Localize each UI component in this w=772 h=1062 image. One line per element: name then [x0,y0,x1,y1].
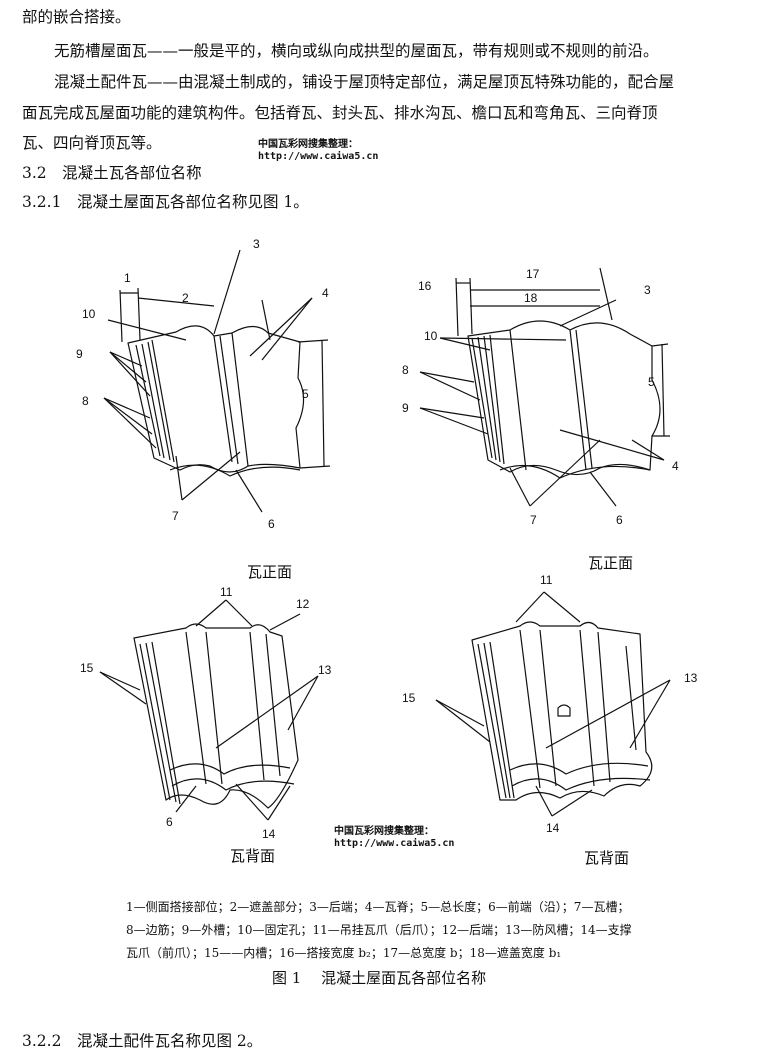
callout-label: 13 [684,671,698,685]
watermark-title: 中国瓦彩网搜集整理： [334,826,434,837]
figure-legend-line: 1—侧面搭接部位；2—遮盖部分；3—后端；4—瓦脊；5—总长度；6—前端（沿）；… [126,900,630,914]
callout-label: 7 [172,509,179,523]
callout-label: 10 [424,329,438,343]
tile-back-right-drawing [435,591,671,817]
callout-label: 9 [402,401,409,415]
callout-label: 3 [644,283,651,297]
callout-label: 16 [418,279,432,293]
callout-label: 1 [124,271,131,285]
label-back-left: 瓦背面 [230,847,276,865]
callout-label: 6 [166,815,173,829]
watermark: 中国瓦彩网搜集整理： http://www.caiwa5.cn [258,139,378,163]
callout-label: 9 [76,347,83,361]
callout-label: 3 [253,237,260,251]
label-back-right: 瓦背面 [584,849,630,867]
callout-label: 18 [524,291,538,305]
callout-label: 6 [268,517,275,531]
text-line: 无筋槽屋面瓦——一般是平的，横向或纵向成拱型的屋面瓦，带有规则或不规则的前沿。 [54,42,659,60]
callout-label: 5 [648,375,655,389]
callout-label: 10 [82,307,96,321]
text-line: 部的嵌合搭接。 [22,8,131,26]
text-line: 瓦、四向脊顶瓦等。 [22,134,162,152]
watermark-url: http://www.caiwa5.cn [334,838,455,849]
figure-title: 图 1 混凝土屋面瓦各部位名称 [272,969,487,987]
tile-front-right-drawing [419,267,670,507]
watermark-url: http://www.caiwa5.cn [258,151,379,162]
tile-back-left-drawing [99,599,319,821]
callout-label: 14 [546,821,560,835]
tile-front-left-drawing [103,249,331,513]
callout-label: 17 [526,267,540,281]
callout-label: 8 [402,363,409,377]
callout-label: 6 [616,513,623,527]
subsection-heading: 3.2.2 混凝土配件瓦名称见图 2。 [22,1032,263,1050]
callout-label: 12 [296,597,310,611]
watermark-title: 中国瓦彩网搜集整理： [258,139,358,150]
watermark: 中国瓦彩网搜集整理： http://www.caiwa5.cn [334,826,454,850]
section-heading: 3.2 混凝土瓦各部位名称 [22,164,202,182]
callout-label: 13 [318,663,332,677]
callout-label: 4 [672,459,679,473]
callout-label: 2 [182,291,189,305]
text-line: 面瓦完成瓦屋面功能的建筑构件。包括脊瓦、封头瓦、排水沟瓦、檐口瓦和弯角瓦、三向脊… [22,104,658,122]
callout-label: 4 [322,286,329,300]
callout-label: 11 [220,585,233,599]
label-front-left: 瓦正面 [247,563,293,581]
callout-label: 14 [262,827,276,841]
callout-label: 15 [80,661,94,675]
text-line: 混凝土配件瓦——由混凝土制成的，铺设于屋顶特定部位，满足屋顶瓦特殊功能的，配合屋 [54,73,675,91]
callout-label: 5 [302,387,309,401]
callout-label: 11 [540,573,553,587]
figure-legend-line: 8—边筋；9—外槽；10—固定孔；11—吊挂瓦爪（后爪）；12—后端；13—防风… [126,923,632,937]
callout-label: 7 [530,513,537,527]
label-front-right: 瓦正面 [588,554,634,572]
figure-legend-line: 瓦爪（前爪）；15——内槽；16—搭接宽度 b₂；17—总宽度 b；18—遮盖宽… [126,946,562,960]
callout-label: 15 [402,691,416,705]
subsection-heading: 3.2.1 混凝土屋面瓦各部位名称见图 1。 [22,193,309,211]
callout-label: 8 [82,394,89,408]
